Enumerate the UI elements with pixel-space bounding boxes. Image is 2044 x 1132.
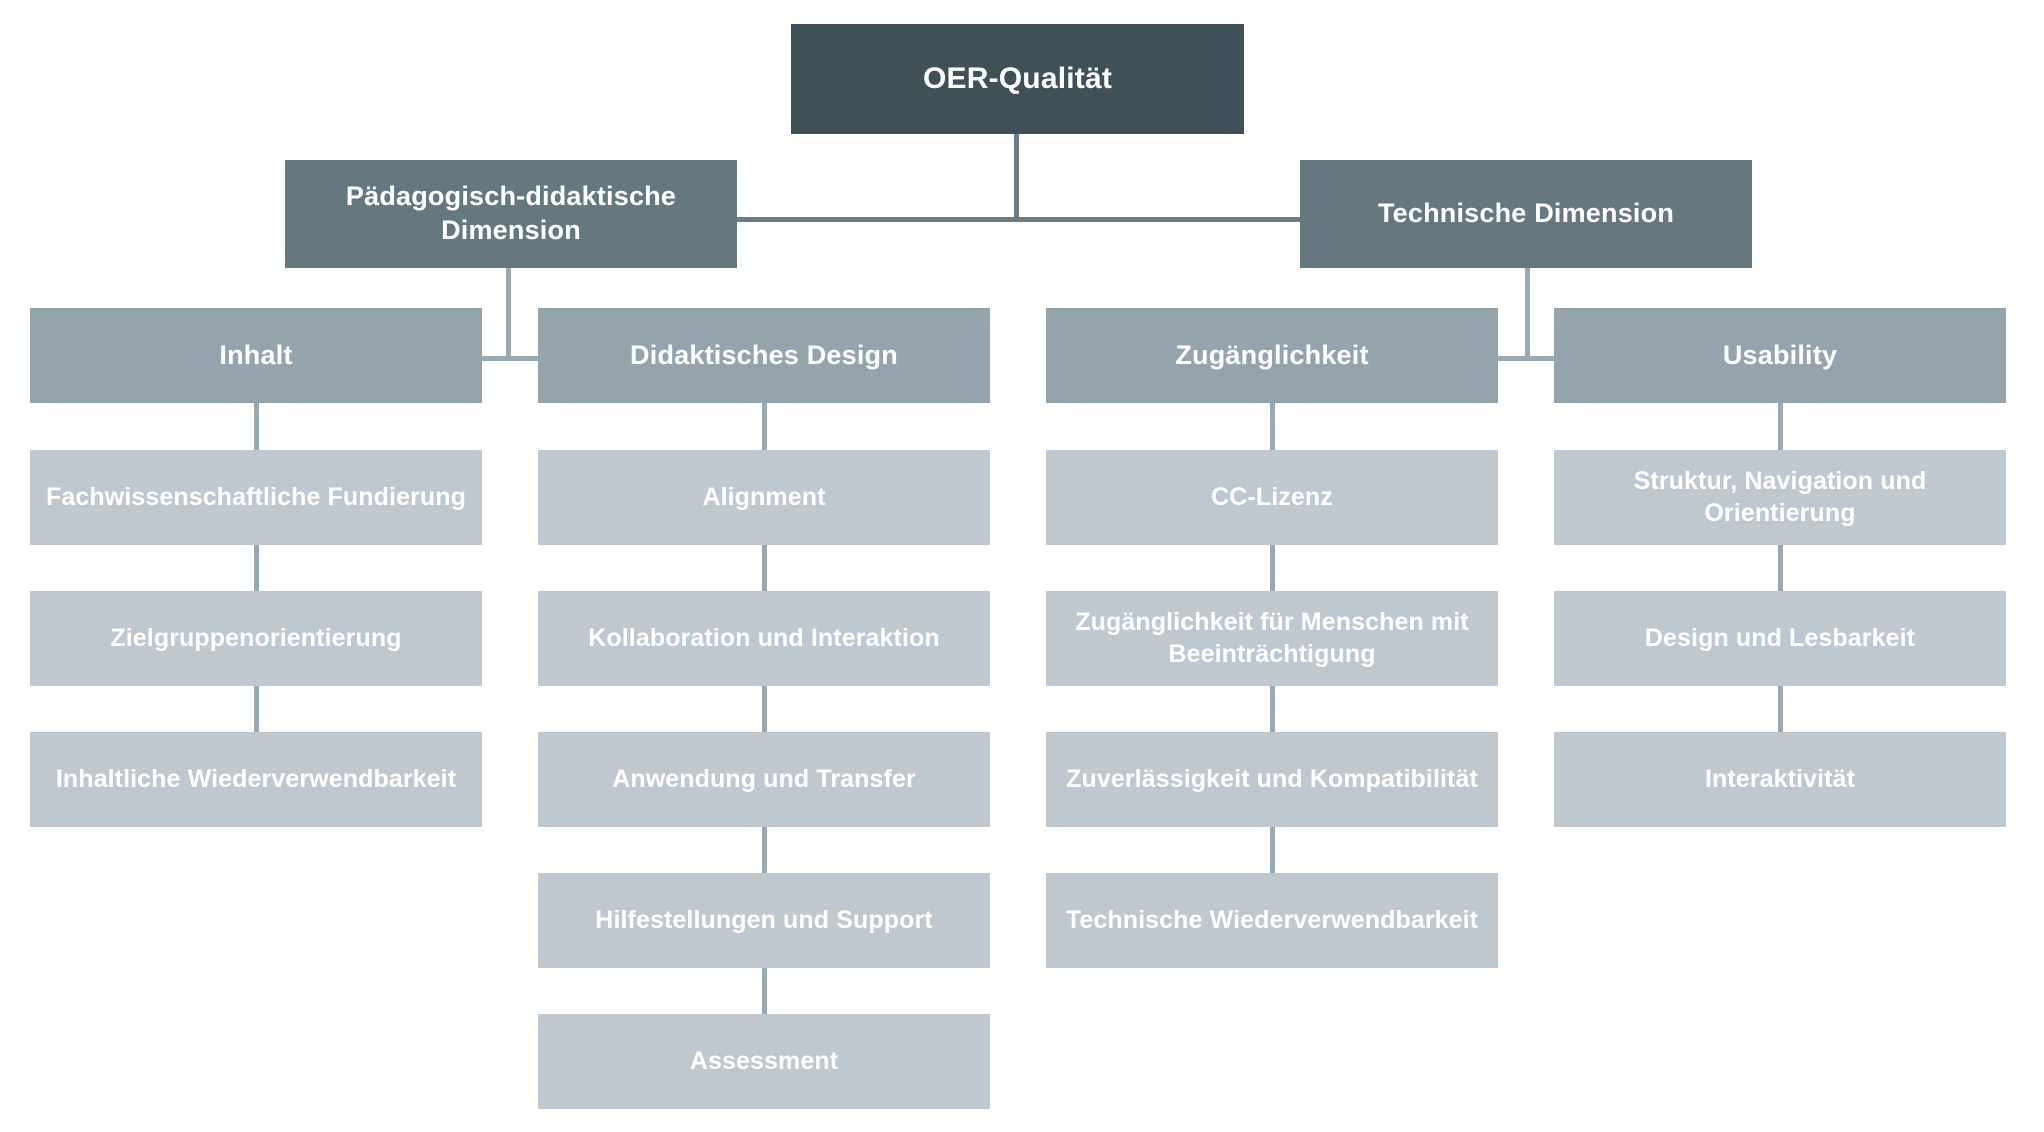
node-criterion-zielgruppenorientierung[interactable]: Zielgruppenorientierung: [30, 591, 482, 686]
node-criterion-fachwissenschaftliche-fundierung[interactable]: Fachwissenschaftliche Fundierung: [30, 450, 482, 545]
node-category-zugaenglichkeit[interactable]: Zugänglichkeit: [1046, 308, 1498, 403]
node-criterion-hilfestellungen-und-support[interactable]: Hilfestellungen und Support: [538, 873, 990, 968]
node-criterion-zugaenglichkeit-beeintraechtigung[interactable]: Zugänglichkeit für Menschen mit Beeinträ…: [1046, 591, 1498, 686]
connector-spine-inhalt: [254, 403, 259, 733]
node-criterion-design-und-lesbarkeit[interactable]: Design und Lesbarkeit: [1554, 591, 2006, 686]
node-dimension-paedagogisch-didaktisch[interactable]: Pädagogisch-didaktische Dimension: [285, 160, 737, 268]
node-root-oer-qualitaet[interactable]: OER-Qualität: [791, 24, 1244, 134]
node-criterion-interaktivitaet[interactable]: Interaktivität: [1554, 732, 2006, 827]
connector-right-category-horizontal: [1272, 356, 1780, 361]
node-criterion-kollaboration-und-interaktion[interactable]: Kollaboration und Interaktion: [538, 591, 990, 686]
node-category-didaktisches-design[interactable]: Didaktisches Design: [538, 308, 990, 403]
node-category-inhalt[interactable]: Inhalt: [30, 308, 482, 403]
connector-dimension-horizontal: [508, 217, 1520, 222]
node-criterion-alignment[interactable]: Alignment: [538, 450, 990, 545]
node-dimension-technisch[interactable]: Technische Dimension: [1300, 160, 1752, 268]
connector-root-vertical: [1014, 134, 1019, 220]
node-criterion-zuverlaessigkeit-und-kompatibilitaet[interactable]: Zuverlässigkeit und Kompatibilität: [1046, 732, 1498, 827]
node-criterion-technische-wiederverwendbarkeit[interactable]: Technische Wiederverwendbarkeit: [1046, 873, 1498, 968]
node-criterion-inhaltliche-wiederverwendbarkeit[interactable]: Inhaltliche Wiederverwendbarkeit: [30, 732, 482, 827]
connector-right-dimension-vertical: [1525, 268, 1530, 360]
node-criterion-anwendung-und-transfer[interactable]: Anwendung und Transfer: [538, 732, 990, 827]
node-criterion-cc-lizenz[interactable]: CC-Lizenz: [1046, 450, 1498, 545]
connector-spine-didaktisches-design: [762, 403, 767, 1015]
node-category-usability[interactable]: Usability: [1554, 308, 2006, 403]
connector-left-category-horizontal: [256, 356, 764, 361]
node-criterion-assessment[interactable]: Assessment: [538, 1014, 990, 1109]
node-criterion-struktur-navigation-orientierung[interactable]: Struktur, Navigation und Orientierung: [1554, 450, 2006, 545]
connector-spine-usability: [1778, 403, 1783, 733]
connector-left-dimension-vertical: [506, 268, 511, 360]
